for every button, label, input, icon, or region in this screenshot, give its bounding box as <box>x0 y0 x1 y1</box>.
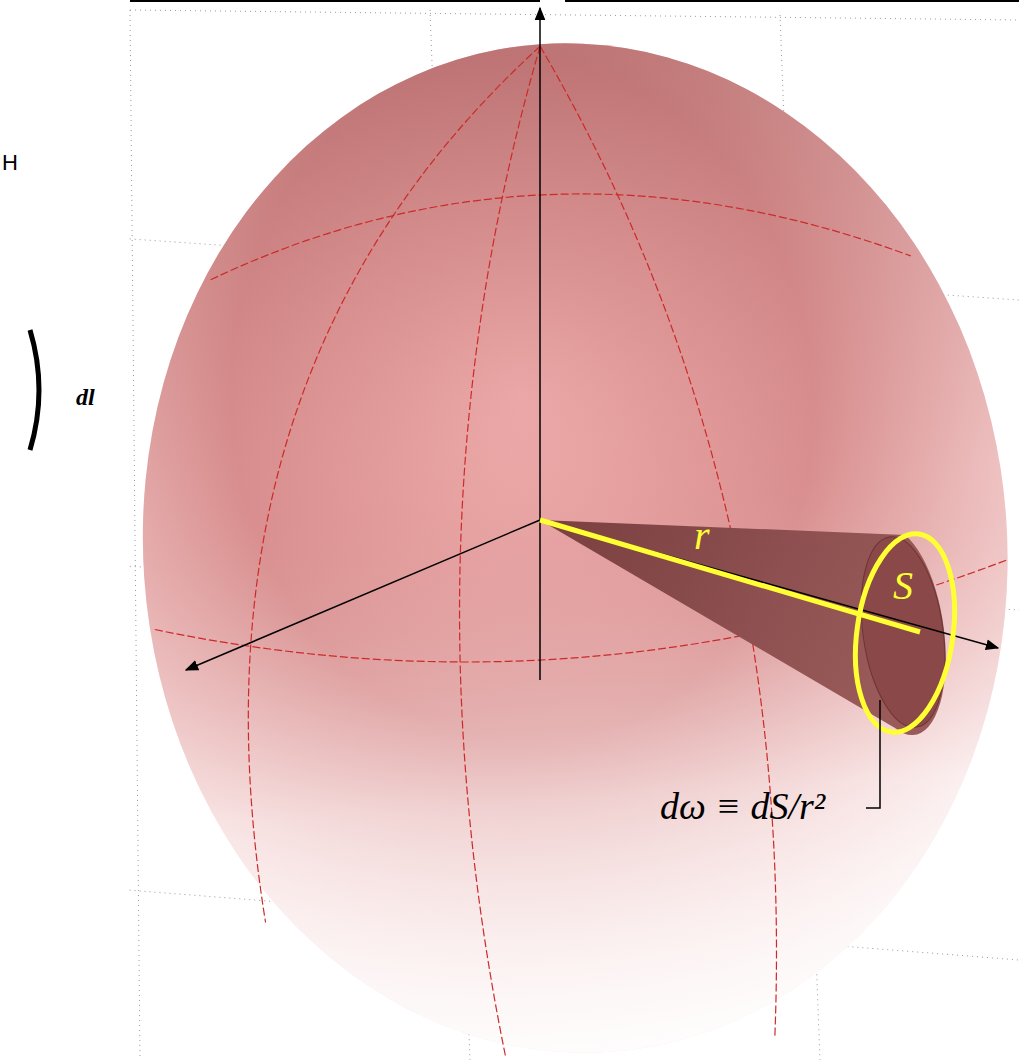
sphere <box>109 14 1019 1060</box>
formula-label: dω ≡ dS/r² <box>660 784 825 828</box>
radius-label: r <box>694 512 710 559</box>
z-axis <box>539 8 541 520</box>
area-label: S <box>893 562 913 609</box>
z-axis <box>539 520 541 680</box>
frame-line <box>130 0 540 2</box>
fragment-label: H <box>2 150 18 176</box>
length-label: dl <box>76 384 95 411</box>
area-outline <box>844 527 967 738</box>
arc-fragment <box>30 330 39 450</box>
leader-line <box>866 700 880 808</box>
left-panel <box>0 0 128 1060</box>
radius-line <box>540 520 920 632</box>
frame-line <box>565 0 1019 2</box>
x-axis <box>186 520 540 670</box>
